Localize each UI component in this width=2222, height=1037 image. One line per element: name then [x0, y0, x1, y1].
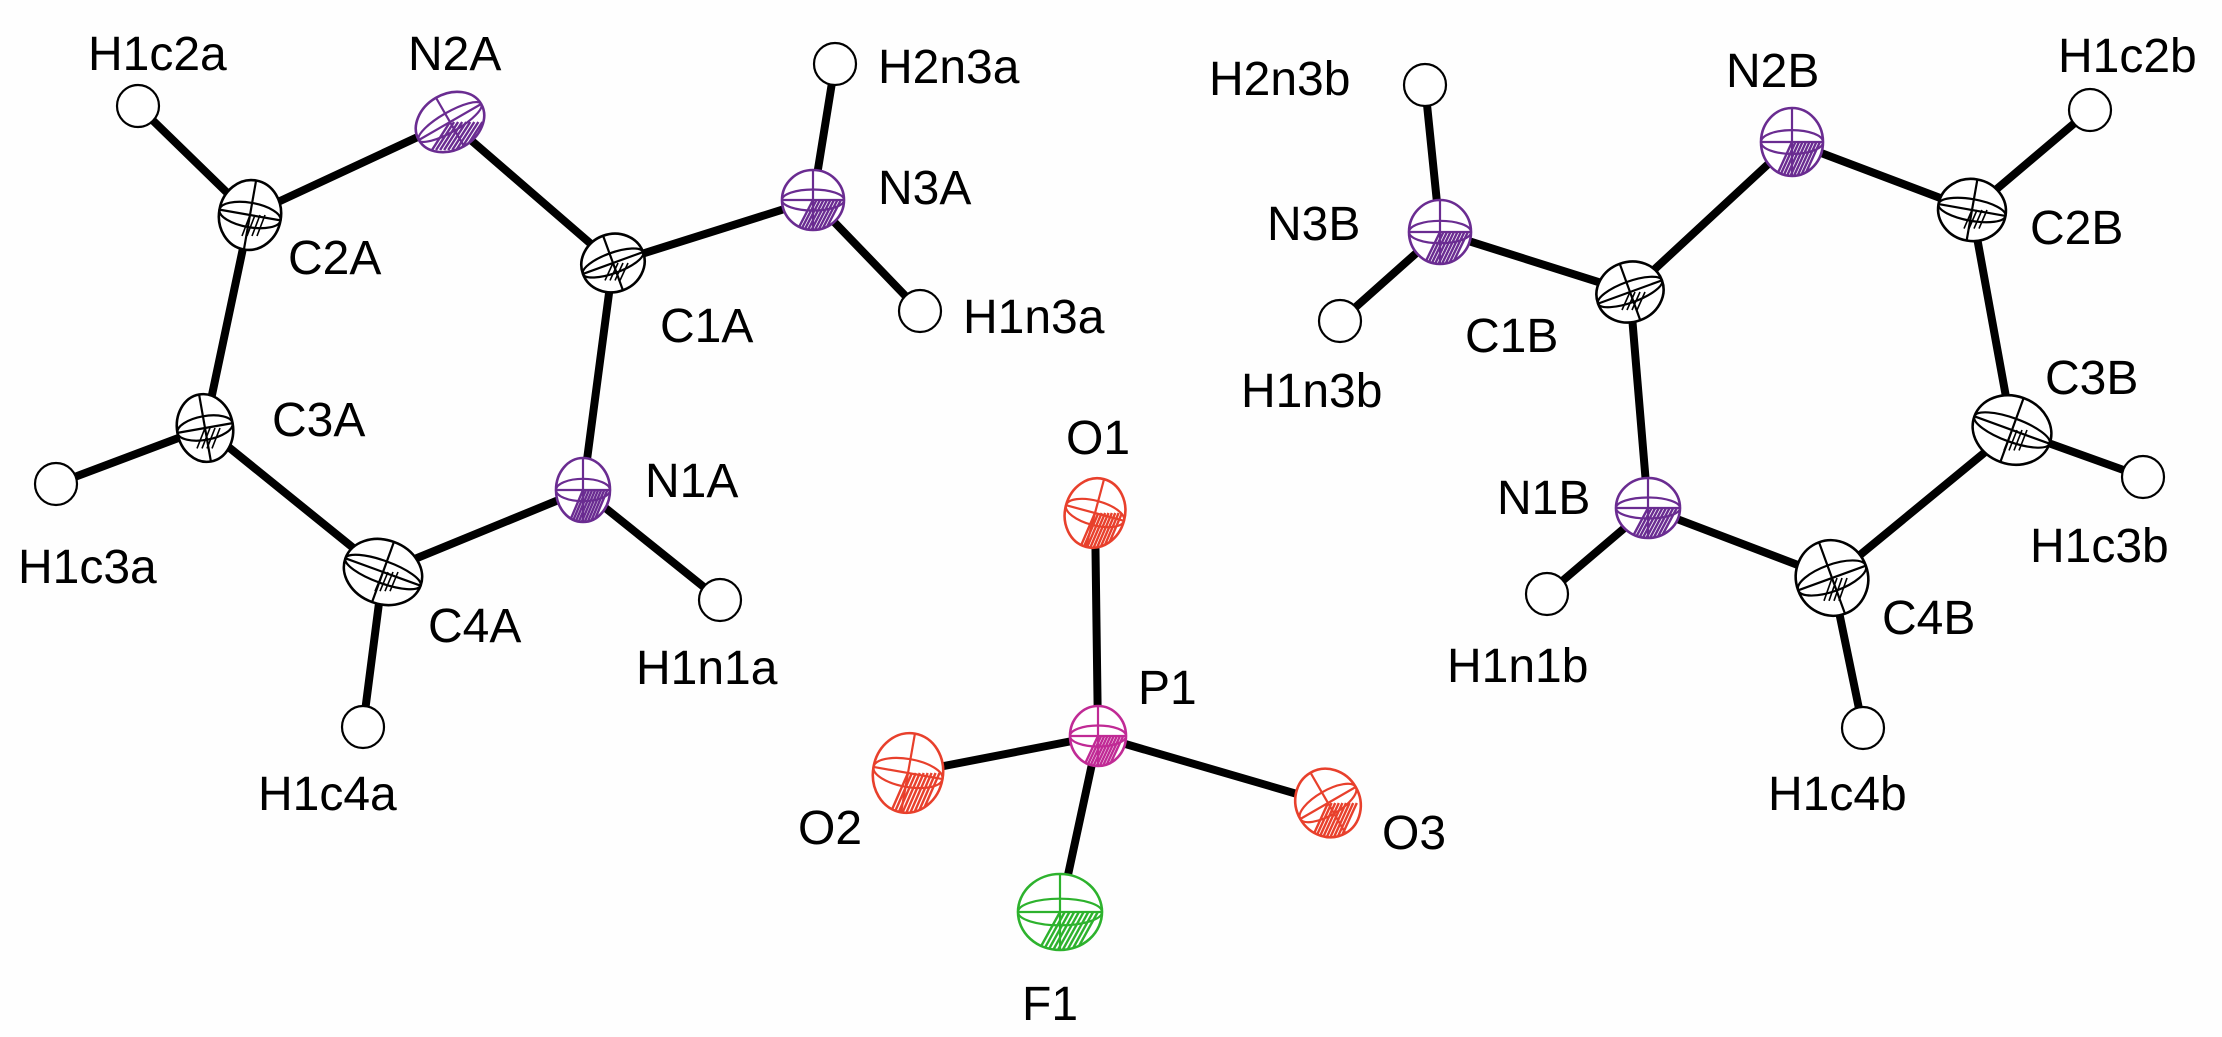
atom-label-h2n3b: H2n3b: [1209, 53, 1350, 106]
atom-c1b: [1595, 260, 1665, 324]
atom-c4a: [342, 537, 424, 607]
atom-label-p1: P1: [1138, 662, 1197, 715]
atoms-layer: [33, 41, 2166, 952]
atom-label-c1b: C1B: [1465, 310, 1558, 363]
atom-h1c4b: [1840, 705, 1886, 751]
atom-h2n3b: [1402, 62, 1448, 108]
atom-p1: [1068, 704, 1128, 768]
atom-h1c3a: [33, 461, 79, 507]
atom-label-h1c3a: H1c3a: [18, 541, 157, 594]
atom-label-h1c2a: H1c2a: [88, 28, 227, 81]
atom-label-f1: F1: [1022, 978, 1078, 1031]
bond-p1-o1: [1091, 509, 1102, 740]
atom-label-h1c2b: H1c2b: [2058, 30, 2197, 83]
atom-label-n1a: N1A: [645, 455, 738, 508]
bond-c1b-n2b: [1626, 138, 1796, 296]
bond-c2b-c3b: [1968, 206, 2016, 434]
atom-label-c3a: C3A: [272, 394, 365, 447]
atom-o2: [871, 731, 945, 815]
atom-n1b: [1614, 476, 1682, 540]
atom-o1: [1063, 477, 1127, 549]
atom-label-c2a: C2A: [288, 232, 381, 285]
atom-label-c2b: C2B: [2030, 202, 2123, 255]
atom-label-h1n3b: H1n3b: [1241, 365, 1382, 418]
atom-n2b: [1759, 106, 1825, 178]
atom-label-c4b: C4B: [1882, 592, 1975, 645]
atom-c2b: [1936, 177, 2008, 243]
atom-h1c4a: [340, 704, 386, 750]
atom-label-h1c4b: H1c4b: [1768, 768, 1907, 821]
bond-c1a-n1a: [579, 259, 617, 494]
atom-label-n3a: N3A: [878, 162, 971, 215]
atom-h1n3a: [897, 288, 943, 334]
atom-f1: [1016, 872, 1104, 952]
atom-label-o2: O2: [798, 802, 862, 855]
atom-h1c2a: [115, 83, 161, 129]
bond-p1-o3: [1094, 732, 1332, 807]
atom-n2a: [414, 90, 486, 154]
atom-c4b: [1794, 538, 1870, 618]
atom-label-h1c3b: H1c3b: [2030, 520, 2169, 573]
atom-label-n1b: N1B: [1497, 472, 1590, 525]
atom-label-c3b: C3B: [2045, 352, 2138, 405]
atom-label-h1c4a: H1c4a: [258, 768, 397, 821]
bond-n1b-c1b: [1626, 288, 1652, 512]
atom-label-o3: O3: [1382, 807, 1446, 860]
atom-label-h1n1a: H1n1a: [636, 642, 778, 695]
atom-n1a: [554, 456, 612, 524]
atom-c2a: [217, 178, 283, 252]
atom-n3b: [1407, 198, 1473, 266]
atom-label-h1n1b: H1n1b: [1447, 640, 1588, 693]
atom-h2n3a: [812, 41, 858, 87]
atom-label-n2b: N2B: [1726, 45, 1819, 98]
bond-c1a-n3a: [609, 196, 817, 267]
atom-label-h1n3a: H1n3a: [963, 291, 1105, 344]
atom-label-c1a: C1A: [660, 300, 753, 353]
atom-label-h2n3a: H2n3a: [878, 41, 1020, 94]
atom-h1c3b: [2120, 454, 2166, 500]
atom-h1c2b: [2067, 87, 2113, 133]
atom-h1n1a: [697, 577, 743, 623]
atom-c3b: [1971, 393, 2053, 467]
atom-c1a: [580, 232, 646, 294]
atom-label-n3b: N3B: [1267, 198, 1360, 251]
bond-c3b-c4b: [1828, 426, 2016, 582]
atom-label-o1: O1: [1066, 412, 1130, 465]
atom-h1n1b: [1524, 571, 1570, 617]
atom-c3a: [175, 392, 235, 464]
atom-n3a: [780, 168, 846, 232]
atom-label-n2a: N2A: [408, 28, 501, 81]
atom-o3: [1293, 767, 1363, 839]
atom-h1n3b: [1317, 298, 1363, 344]
bond-n2a-c1a: [446, 118, 617, 267]
atom-label-c4a: C4A: [428, 600, 521, 653]
